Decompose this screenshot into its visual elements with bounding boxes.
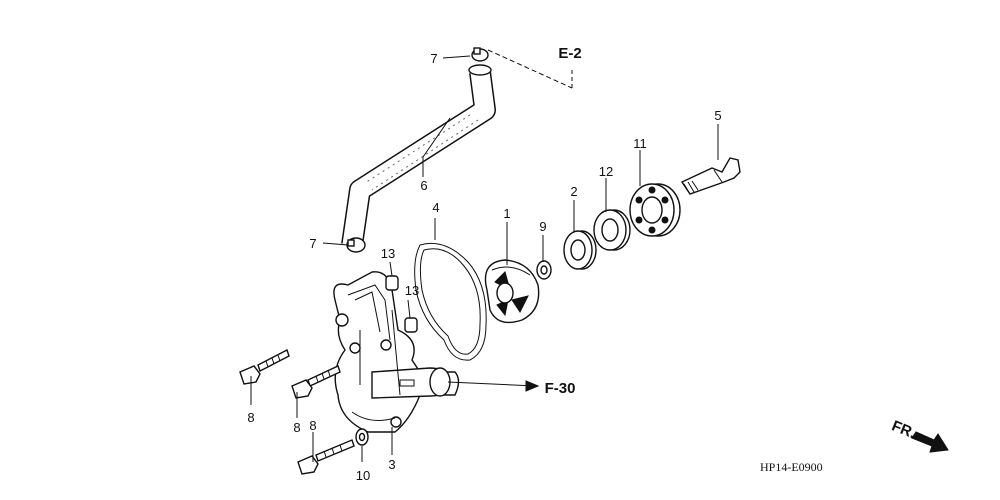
o-ring-gasket xyxy=(414,242,487,361)
reference-f30: F-30 xyxy=(545,380,576,397)
callout-7-mid: 7 xyxy=(309,236,316,251)
callout-3: 3 xyxy=(388,457,395,472)
flange-bolt-lower xyxy=(297,439,355,475)
callout-13-lower: 13 xyxy=(405,283,419,298)
callout-11: 11 xyxy=(633,136,647,151)
callout-8-middle: 8 xyxy=(293,420,300,435)
callout-9: 9 xyxy=(539,219,546,234)
callout-4: 4 xyxy=(432,200,439,215)
dowel-pin-upper xyxy=(385,275,399,291)
water-seal xyxy=(593,209,631,251)
callout-1: 1 xyxy=(503,206,510,221)
callout-5: 5 xyxy=(714,108,721,123)
water-pump-cover xyxy=(333,271,460,433)
dowel-pin-lower xyxy=(404,317,418,333)
coolant-hose xyxy=(341,64,496,247)
ball-bearing xyxy=(629,183,681,237)
callout-6: 6 xyxy=(420,178,427,193)
flange-bolt-middle xyxy=(291,365,341,399)
flange-bolt-upper xyxy=(239,349,290,385)
callout-8-left: 8 xyxy=(247,410,254,425)
sealing-washer xyxy=(355,428,369,446)
leader-lines xyxy=(250,55,719,462)
f30-arrow xyxy=(525,380,540,392)
callout-10: 10 xyxy=(356,468,370,483)
callout-8-lower: 8 xyxy=(309,418,316,433)
hose-clip-mid xyxy=(346,237,366,253)
washer xyxy=(536,260,552,280)
oil-seal xyxy=(563,230,597,270)
pump-shaft xyxy=(680,157,741,195)
reference-e2: E-2 xyxy=(558,45,581,62)
callout-7-top: 7 xyxy=(430,51,437,66)
hose-clip-top xyxy=(471,47,489,62)
diagram-code: HP14-E0900 xyxy=(760,460,823,474)
front-direction-arrow xyxy=(911,431,949,453)
callout-13-upper: 13 xyxy=(381,246,395,261)
callout-2: 2 xyxy=(570,184,577,199)
impeller xyxy=(484,259,540,324)
callout-12: 12 xyxy=(599,164,613,179)
